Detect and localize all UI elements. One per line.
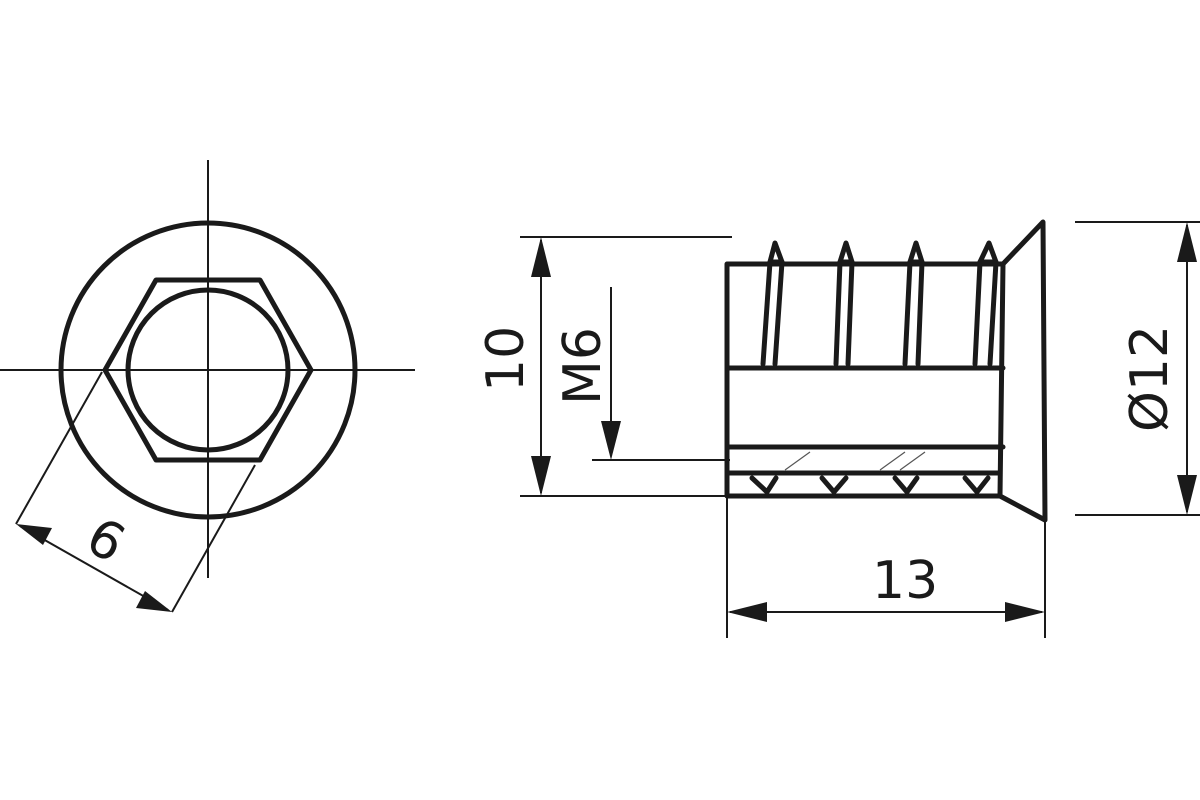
body-outline	[724, 261, 1006, 499]
hex-dim-extension-left	[15, 371, 103, 525]
flange-outer-circle	[58, 220, 358, 520]
hex-dim-arrow-left	[16, 524, 52, 545]
lower-teeth	[749, 475, 991, 495]
hex-socket-outline	[102, 277, 314, 463]
thread-hatch	[784, 451, 926, 471]
length-dim-arrow-right	[1005, 602, 1045, 622]
upper-teeth	[760, 240, 999, 367]
height-dim-arrow-top	[531, 237, 551, 277]
thread-dim-arrow	[601, 421, 621, 460]
hex-dim-extension-right	[171, 464, 256, 613]
diameter-dim-label: Ø12	[1120, 325, 1180, 432]
diameter-dim-arrow-top	[1177, 222, 1197, 262]
side-view: 10 M6 13 Ø12	[476, 219, 1200, 638]
hex-dim-arrow-right	[136, 591, 172, 612]
front-view: 6	[0, 160, 415, 613]
length-dim-arrow-left	[727, 602, 767, 622]
length-dim-label: 13	[872, 551, 938, 611]
height-dim-arrow-bottom	[531, 456, 551, 496]
body-right-edge	[997, 261, 1006, 499]
hex-dim-label: 6	[77, 507, 135, 576]
thread-dim-label: M6	[553, 327, 613, 405]
bore-circle	[125, 287, 291, 453]
diameter-dim-arrow-bottom	[1177, 475, 1197, 515]
flange-outline	[997, 219, 1048, 523]
height-dim-label: 10	[476, 326, 536, 392]
